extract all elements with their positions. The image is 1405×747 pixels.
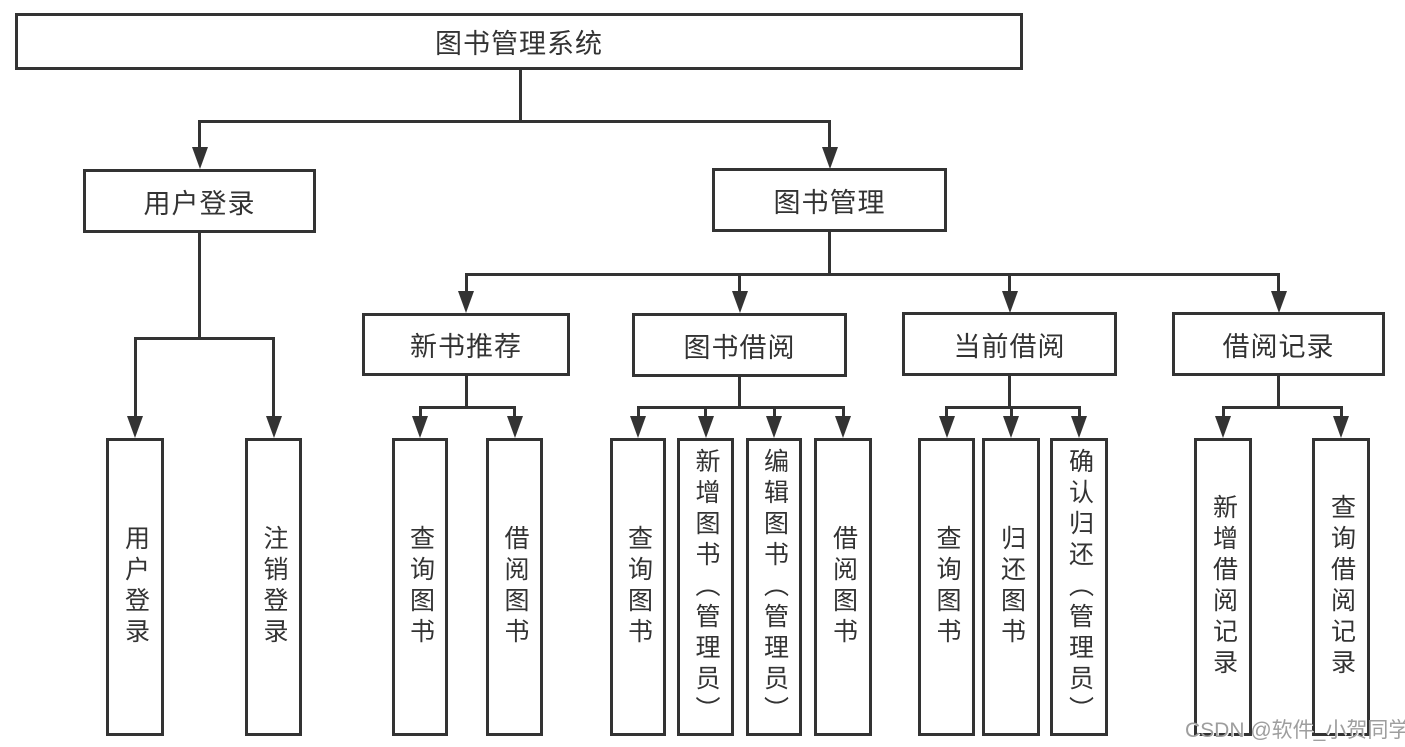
connector-arrowhead-icon: [191, 147, 208, 169]
connector-arrowhead-icon: [1270, 291, 1287, 313]
connector-arrowhead-icon: [766, 416, 782, 438]
connector-line: [738, 273, 741, 292]
box-label: 新书推荐: [410, 332, 522, 362]
csdn-watermark: CSDN @软件_小贺同学: [1185, 719, 1405, 742]
box-label: 查询图书: [933, 525, 961, 649]
connector-line: [1008, 273, 1011, 292]
connector-arrowhead-icon: [1333, 416, 1349, 438]
leaf-borrow-books-1: 借阅图书: [486, 438, 543, 736]
connector-line: [272, 337, 275, 417]
box-label: 图书借阅: [683, 332, 796, 363]
box-label: 用户登录: [121, 525, 150, 649]
connector-arrowhead-icon: [1071, 416, 1087, 438]
branch-borrowing-records: 借阅记录: [1172, 312, 1385, 376]
box-label: 查询图书: [624, 525, 653, 649]
box-label: 当前借阅: [953, 331, 1066, 362]
connector-line: [945, 406, 1081, 409]
leaf-add-book-admin: 新增图书（管理员）: [677, 438, 734, 736]
connector-arrowhead-icon: [127, 416, 143, 438]
connector-line: [464, 273, 468, 292]
connector-line: [198, 120, 201, 148]
leaf-confirm-return-admin: 确认归还（管理员）: [1050, 438, 1108, 736]
connector-arrowhead-icon: [412, 416, 428, 438]
branch-new-book-recommendation: 新书推荐: [362, 313, 570, 376]
connector-line: [133, 337, 137, 417]
box-label: 查询借阅记录: [1327, 494, 1356, 680]
connector-line: [1077, 406, 1081, 417]
leaf-user-login: 用户登录: [106, 438, 164, 736]
connector-line: [1339, 406, 1343, 417]
box-label: 图书管理系统: [435, 29, 603, 59]
leaf-query-books-3: 查询图书: [918, 438, 975, 736]
connector-arrowhead-icon: [1001, 291, 1018, 313]
root-box-library-management-system: 图书管理系统: [15, 13, 1023, 70]
connector-line: [513, 406, 516, 417]
box-label: 注销登录: [260, 525, 288, 649]
connector-arrowhead-icon: [938, 416, 955, 438]
connector-line: [1221, 406, 1225, 417]
connector-line: [828, 120, 831, 148]
connector-line: [1009, 406, 1013, 417]
box-label: 确认归还（管理员）: [1065, 447, 1094, 727]
connector-arrowhead-icon: [835, 416, 851, 438]
connector-line: [636, 406, 640, 417]
branch-user-login: 用户登录: [83, 169, 316, 233]
box-label: 借阅记录: [1222, 331, 1335, 362]
box-label: 图书管理: [773, 187, 886, 218]
connector-line: [828, 232, 831, 276]
branch-book-borrowing: 图书借阅: [632, 313, 847, 377]
connector-arrowhead-icon: [731, 291, 748, 313]
connector-line: [464, 273, 1280, 276]
connector-line: [418, 406, 422, 417]
connector-line: [133, 337, 275, 340]
connector-arrowhead-icon: [265, 416, 282, 438]
connector-line: [198, 120, 831, 123]
connector-arrowhead-icon: [821, 147, 838, 169]
connector-line: [1277, 273, 1280, 292]
leaf-add-borrow-record: 新增借阅记录: [1194, 438, 1252, 736]
box-label: 借阅图书: [829, 525, 858, 649]
connector-arrowhead-icon: [1215, 416, 1231, 438]
connector-line: [704, 406, 707, 417]
connector-line: [1277, 376, 1280, 409]
leaf-logout: 注销登录: [245, 438, 302, 736]
connector-line: [772, 406, 776, 417]
box-label: 借阅图书: [501, 525, 529, 649]
connector-line: [636, 406, 845, 409]
leaf-edit-book-admin: 编辑图书（管理员）: [746, 438, 802, 736]
leaf-query-borrow-record: 查询借阅记录: [1312, 438, 1370, 736]
box-label: 新增借阅记录: [1209, 494, 1238, 680]
connector-line: [738, 376, 741, 409]
box-label: 用户登录: [143, 188, 256, 219]
connector-line: [1008, 376, 1011, 409]
connector-arrowhead-icon: [458, 291, 474, 313]
connector-arrowhead-icon: [697, 416, 714, 438]
connector-line: [945, 406, 948, 417]
box-label: 新增图书（管理员）: [692, 447, 720, 727]
connector-line: [418, 406, 516, 409]
leaf-query-books-2: 查询图书: [610, 438, 666, 736]
branch-book-management: 图书管理: [712, 168, 947, 232]
connector-line: [464, 376, 468, 409]
box-label: 编辑图书（管理员）: [760, 447, 789, 727]
box-label: 归还图书: [997, 525, 1026, 649]
connector-line: [198, 233, 201, 340]
leaf-query-books-1: 查询图书: [392, 438, 448, 736]
box-label: 查询图书: [406, 525, 435, 649]
leaf-borrow-books-2: 借阅图书: [814, 438, 872, 736]
connector-line: [1221, 406, 1343, 409]
connector-line: [518, 69, 522, 122]
connector-line: [841, 406, 845, 417]
leaf-return-book: 归还图书: [982, 438, 1040, 736]
connector-arrowhead-icon: [630, 416, 646, 438]
connector-arrowhead-icon: [506, 416, 523, 438]
connector-arrowhead-icon: [1003, 416, 1019, 438]
branch-current-borrowing: 当前借阅: [902, 312, 1117, 376]
